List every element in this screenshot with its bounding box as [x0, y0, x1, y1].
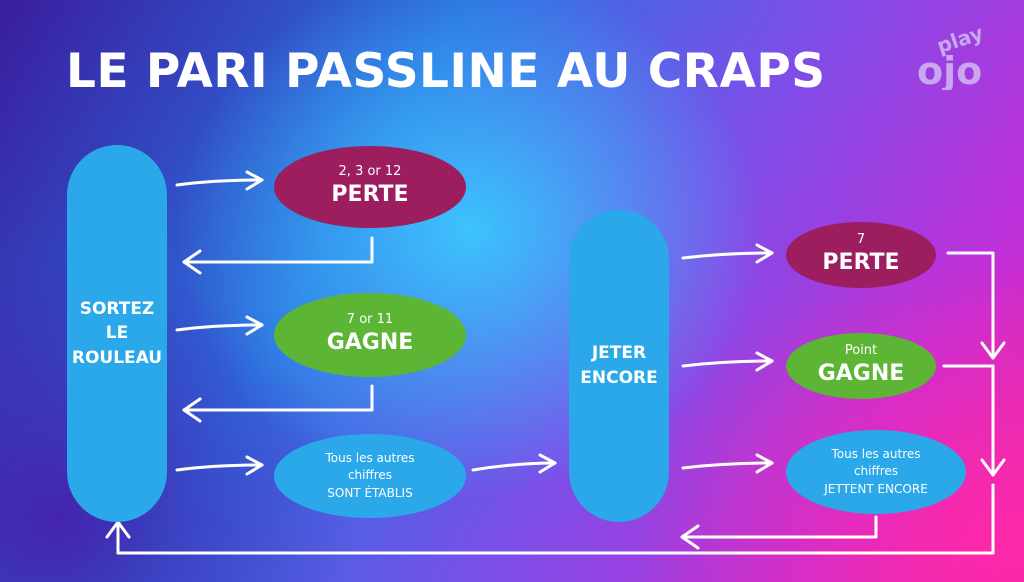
other-1-label: Tous les autres chiffres SONT ÉTABLIS: [325, 450, 415, 500]
lose-1-label: PERTE: [331, 182, 409, 208]
lose-node-come-out: 2, 3 or 12 PERTE: [274, 146, 466, 228]
arrow-to-win-1: [175, 315, 264, 336]
other-2-label: Tous les autres chiffres JETTENT ENCORE: [824, 446, 928, 496]
lose-2-numbers: 7: [856, 232, 866, 248]
connector-win-2: [942, 364, 1006, 477]
roll-again-node: JETER ENCORE: [569, 210, 669, 522]
svg-text:ojo: ojo: [917, 49, 982, 90]
return-loop: [105, 483, 995, 555]
win-1-label: GAGNE: [326, 330, 414, 356]
other-numbers-node-come-out: Tous les autres chiffres SONT ÉTABLIS: [274, 434, 466, 518]
page-title: LE PARI PASSLINE AU CRAPS: [66, 44, 826, 99]
arrow-to-lose-1: [175, 170, 264, 191]
connector-lose-2: [946, 251, 1006, 360]
arrow-lose-1-return: [182, 236, 374, 275]
win-node-point: Point GAGNE: [786, 333, 936, 399]
lose-1-numbers: 2, 3 or 12: [338, 164, 402, 180]
arrow-other-2-return: [680, 515, 878, 550]
arrow-to-win-2: [681, 351, 774, 372]
win-node-come-out: 7 or 11 GAGNE: [274, 293, 466, 377]
lose-node-point: 7 PERTE: [786, 222, 936, 288]
win-2-numbers: Point: [844, 343, 878, 359]
win-1-numbers: 7 or 11: [346, 312, 394, 328]
arrow-to-lose-2: [681, 243, 774, 264]
arrow-win-1-return: [182, 384, 374, 423]
win-2-label: GAGNE: [817, 361, 905, 387]
other-numbers-node-point: Tous les autres chiffres JETTENT ENCORE: [786, 430, 966, 514]
arrow-to-roll-again: [471, 453, 557, 474]
come-out-roll-node: SORTEZ LE ROULEAU: [67, 145, 167, 522]
arrow-to-other-1: [175, 455, 264, 476]
arrow-to-other-2: [681, 453, 774, 474]
lose-2-label: PERTE: [822, 250, 900, 276]
playojo-logo: play ojo: [917, 21, 986, 90]
